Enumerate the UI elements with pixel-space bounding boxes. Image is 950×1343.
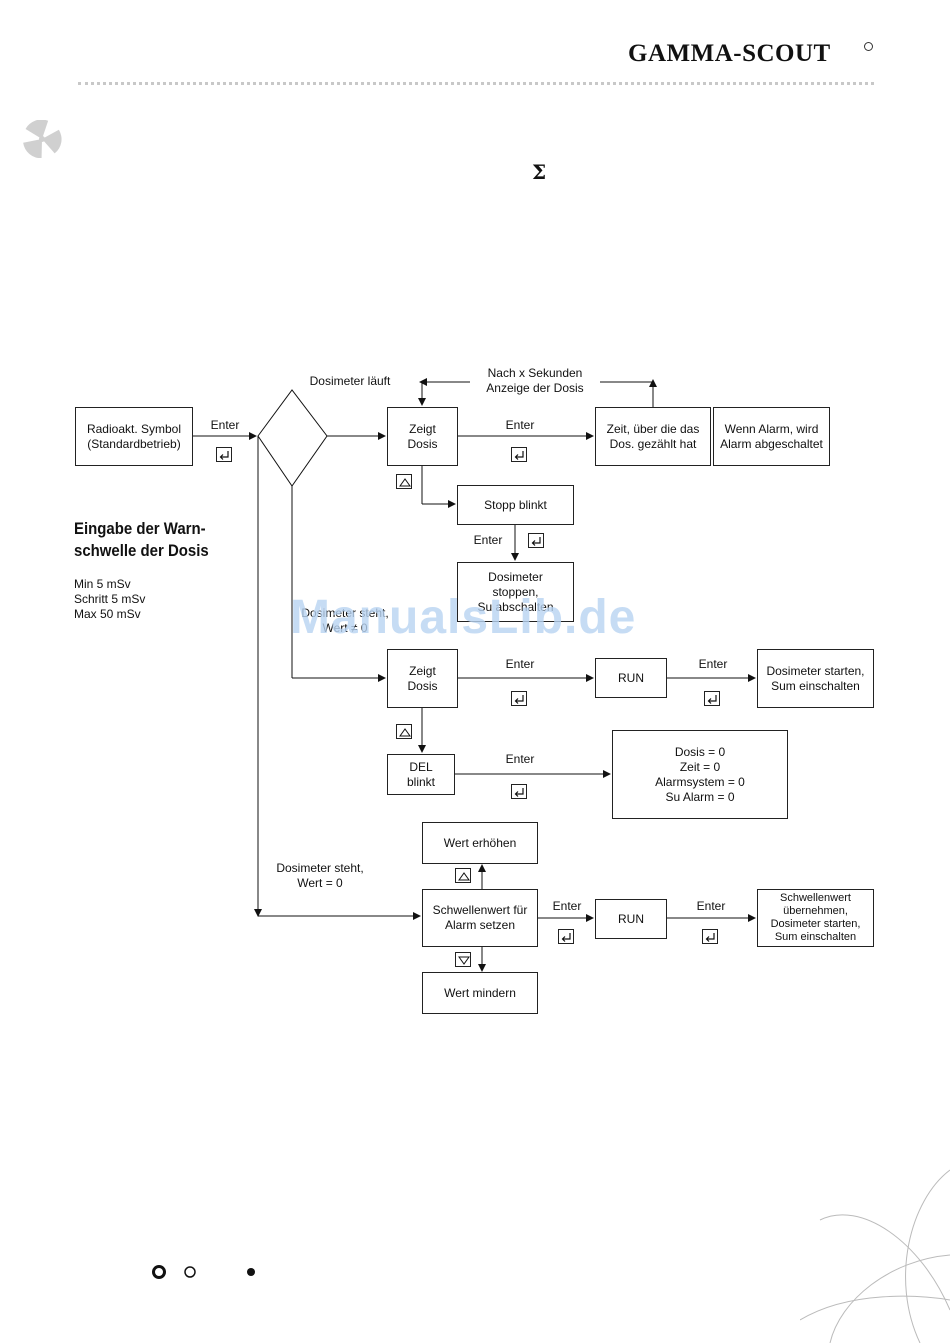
box-stopp-blinkt: Stopp blinkt xyxy=(457,485,574,525)
brand-ring-icon xyxy=(864,42,873,51)
enter-key-icon xyxy=(216,447,232,462)
label-enter: Enter xyxy=(505,752,535,766)
box-radioakt-symbol: Radioakt. Symbol (Standardbetrieb) xyxy=(75,407,193,466)
down-key-icon xyxy=(455,952,471,967)
label-enter: Enter xyxy=(505,418,535,432)
brand-logo: GAMMA-SCOUT xyxy=(628,40,831,67)
enter-key-icon xyxy=(558,929,574,944)
spec-list: Min 5 mSv Schritt 5 mSv Max 50 mSv xyxy=(74,577,145,622)
enter-key-icon xyxy=(511,691,527,706)
box-run-2: RUN xyxy=(595,899,667,939)
box-zeit-gezaehlt: Zeit, über die das Dos. gezählt hat xyxy=(595,407,711,466)
enter-key-icon xyxy=(511,447,527,462)
label-enter: Enter xyxy=(210,418,240,432)
box-dosimeter-stoppen: Dosimeter stoppen, Su abschalten xyxy=(457,562,574,622)
label-dosimeter-steht-wert-zero: Dosimeter steht, Wert = 0 xyxy=(276,861,364,890)
box-zeigt-dosis-2: Zeigt Dosis xyxy=(387,649,458,708)
box-del-blinkt: DEL blinkt xyxy=(387,754,455,795)
enter-key-icon xyxy=(704,691,720,706)
label-dosimeter-laeuft: Dosimeter läuft xyxy=(309,374,391,388)
spec-step: Schritt 5 mSv xyxy=(74,592,146,606)
up-key-icon xyxy=(396,724,412,739)
box-reset-values: Dosis = 0 Zeit = 0 Alarmsystem = 0 Su Al… xyxy=(612,730,788,819)
section-title: Eingabe der Warn- schwelle der Dosis xyxy=(74,519,209,560)
label-dosimeter-steht-wert-not-zero: Dosimeter steht, Wert ≠ 0 xyxy=(301,606,389,635)
radiation-icon xyxy=(23,120,62,158)
up-key-icon xyxy=(396,474,412,489)
enter-key-icon xyxy=(511,784,527,799)
label-enter: Enter xyxy=(698,657,728,671)
spec-max: Max 50 mSv xyxy=(74,607,141,621)
box-dosimeter-starten: Dosimeter starten, Sum einschalten xyxy=(757,649,874,708)
watermark: ManualsLib.de xyxy=(290,591,637,644)
decision-diamond xyxy=(257,389,328,487)
sigma-symbol: Σ xyxy=(532,160,547,184)
enter-key-icon xyxy=(702,929,718,944)
box-wert-mindern: Wert mindern xyxy=(422,972,538,1014)
up-key-icon xyxy=(455,868,471,883)
label-enter: Enter xyxy=(696,899,726,913)
box-zeigt-dosis-1: Zeigt Dosis xyxy=(387,407,458,466)
ring-thin-icon xyxy=(184,1266,196,1278)
header-dotted-rule xyxy=(78,82,874,85)
label-nach-x-sekunden: Nach x Sekunden Anzeige der Dosis xyxy=(470,366,600,396)
box-schwellenwert-uebernehmen: Schwellenwert übernehmen, Dosimeter star… xyxy=(757,889,874,947)
dot-icon xyxy=(247,1268,255,1276)
box-run-1: RUN xyxy=(595,658,667,698)
label-enter: Enter xyxy=(473,533,503,547)
enter-key-icon xyxy=(528,533,544,548)
ring-thick-icon xyxy=(152,1265,166,1279)
atom-decoration-icon xyxy=(800,1169,950,1343)
box-wenn-alarm: Wenn Alarm, wird Alarm abgeschaltet xyxy=(713,407,830,466)
footer-icons xyxy=(152,1265,255,1279)
box-wert-erhoehen: Wert erhöhen xyxy=(422,822,538,864)
label-enter: Enter xyxy=(505,657,535,671)
box-schwellenwert-setzen: Schwellenwert für Alarm setzen xyxy=(422,889,538,947)
label-enter: Enter xyxy=(552,899,582,913)
spec-min: Min 5 mSv xyxy=(74,577,131,591)
